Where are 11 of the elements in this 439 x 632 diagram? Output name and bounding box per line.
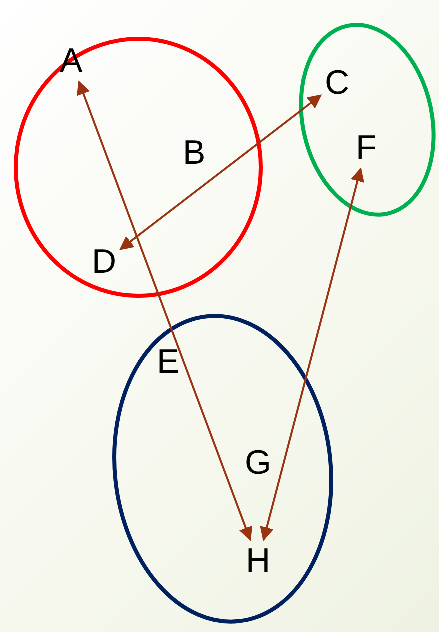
set-ellipse xyxy=(13,36,264,299)
set-element-label: C xyxy=(325,66,350,100)
double-headed-arrow xyxy=(119,94,322,250)
set-element-label: H xyxy=(246,544,271,578)
set-element-label: G xyxy=(245,446,272,480)
double-headed-arrow xyxy=(260,168,364,542)
set-element-label: B xyxy=(183,136,206,170)
set-element-label: F xyxy=(356,131,377,165)
double-headed-arrow xyxy=(77,80,253,542)
set-element-label: E xyxy=(157,345,180,379)
set-element-label: D xyxy=(92,245,117,279)
